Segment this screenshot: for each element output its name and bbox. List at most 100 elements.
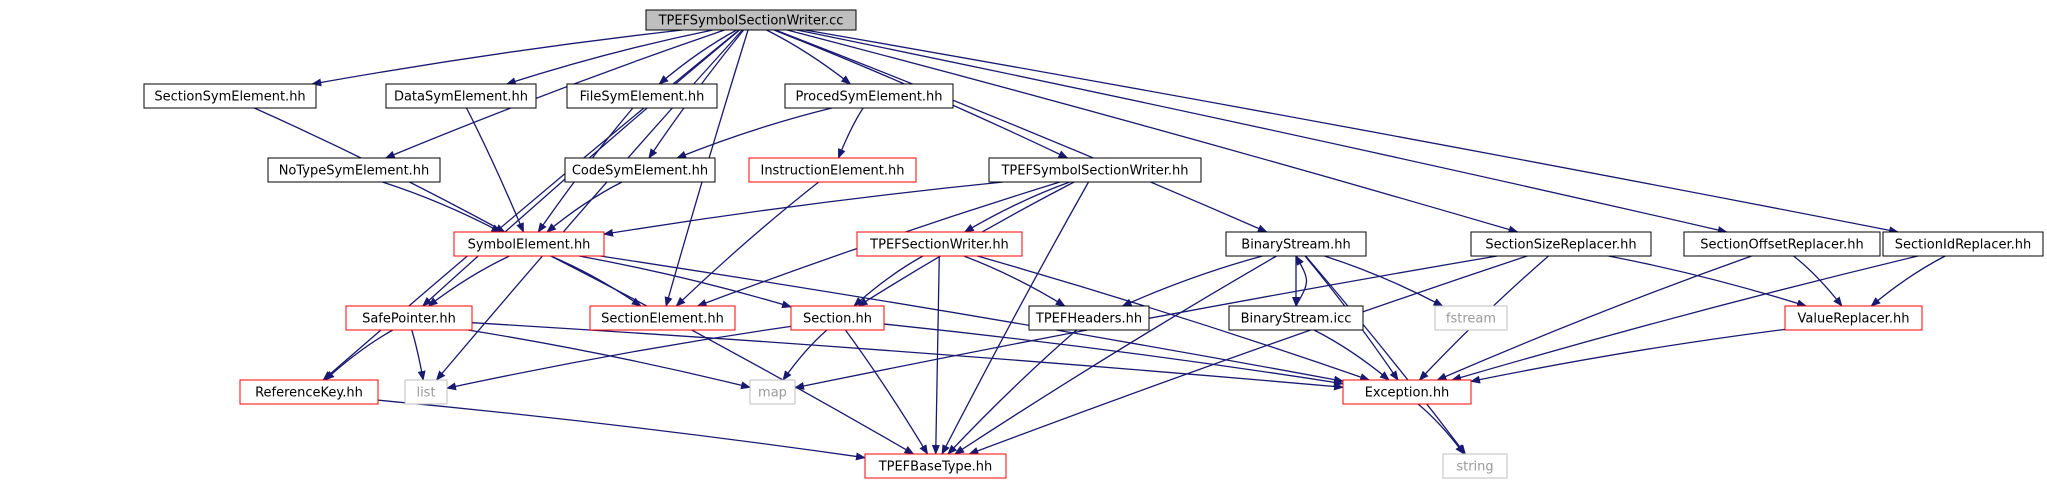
node-secidrepl-label: SectionIdReplacer.hh	[1895, 238, 2032, 253]
node-root-label: TPEFSymbolSectionWriter.cc	[658, 14, 844, 29]
node-procedsym-box	[784, 83, 954, 109]
node-safeptr-label: SafePointer.hh	[362, 312, 456, 327]
node-tpefheaders[interactable]: TPEFHeaders.hh	[1028, 305, 1150, 331]
node-tpefsymwriter-label: TPEFSymbolSectionWriter.hh	[1000, 164, 1188, 179]
edge-procedsym-to-instrelem	[837, 107, 864, 159]
node-exception-box	[1342, 379, 1472, 405]
node-binstreamicc-label: BinaryStream.icc	[1241, 312, 1352, 327]
edge-symelem-to-tpefbasetype	[550, 255, 915, 455]
node-binstream-label: BinaryStream.hh	[1241, 238, 1350, 253]
edge-symelem-to-exception	[600, 255, 1344, 384]
edge-tpefheaders-to-tpefbasetype	[947, 329, 1077, 455]
edge-symelem-to-safeptr	[427, 255, 510, 307]
node-secoffrepl-box	[1683, 231, 1881, 257]
edge-notypesym-to-symelem	[382, 181, 502, 233]
edge-instrelem-to-secelem	[675, 181, 820, 307]
edge-tpefsymwriter-to-tpefbasetype	[941, 181, 1090, 455]
node-sectionsym[interactable]: SectionSymElement.hh	[143, 83, 317, 109]
node-symelem-box	[453, 231, 605, 257]
edge-symelem-to-section	[578, 255, 792, 309]
node-notypesym[interactable]: NoTypeSymElement.hh	[267, 157, 441, 183]
node-refkey-box	[239, 379, 379, 405]
node-list[interactable]: list	[404, 379, 448, 405]
node-tpefheaders-box	[1028, 305, 1150, 331]
edge-tpefsecwriter-to-tpefbasetype	[931, 255, 940, 455]
node-tpefsecwriter-label: TPEFSectionWriter.hh	[869, 238, 1009, 253]
edge-section-to-exception	[883, 323, 1344, 387]
node-string[interactable]: string	[1442, 453, 1508, 479]
node-root[interactable]: TPEFSymbolSectionWriter.cc	[645, 9, 857, 31]
node-filesym[interactable]: FileSymElement.hh	[566, 83, 718, 109]
node-procedsym-label: ProcedSymElement.hh	[795, 90, 942, 105]
node-tpefsecwriter[interactable]: TPEFSectionWriter.hh	[856, 231, 1023, 257]
edge-secoffrepl-to-exception	[1436, 255, 1752, 381]
node-exception-label: Exception.hh	[1365, 386, 1450, 401]
node-list-label: list	[416, 386, 435, 401]
edge-binstream-to-tpefheaders	[1121, 255, 1263, 307]
edge-binstream-to-tpefbasetype	[954, 255, 1277, 455]
node-procedsym[interactable]: ProcedSymElement.hh	[784, 83, 954, 109]
edge-root-to-list	[435, 29, 743, 381]
node-codesym[interactable]: CodeSymElement.hh	[564, 157, 716, 183]
node-valuerepl[interactable]: ValueReplacer.hh	[1784, 305, 1923, 331]
node-tpefbasetype-label: TPEFBaseType.hh	[878, 460, 993, 475]
node-datasym[interactable]: DataSymElement.hh	[385, 83, 537, 109]
node-tpefsymwriter-box	[988, 157, 1202, 183]
node-binstream[interactable]: BinaryStream.hh	[1225, 231, 1367, 257]
node-section-box	[790, 305, 885, 331]
edge-secidrepl-to-exception	[1451, 255, 1919, 382]
edge-exception-to-string	[1417, 403, 1465, 455]
edge-binstream-to-string	[1305, 255, 1466, 455]
node-instrelem[interactable]: InstructionElement.hh	[748, 157, 917, 183]
edge-tpefsymwriter-to-symelem	[603, 181, 1004, 237]
node-symelem-label: SymbolElement.hh	[468, 238, 591, 253]
node-section[interactable]: Section.hh	[790, 305, 885, 331]
edge-safeptr-to-list	[411, 329, 426, 381]
edge-valuerepl-to-exception	[1470, 328, 1786, 384]
node-secelem-box	[589, 305, 736, 331]
node-codesym-box	[564, 157, 716, 183]
node-safeptr[interactable]: SafePointer.hh	[345, 305, 473, 331]
node-secsizerepl-label: SectionSizeReplacer.hh	[1485, 238, 1636, 253]
node-secoffrepl-label: SectionOffsetReplacer.hh	[1700, 238, 1864, 253]
node-map[interactable]: map	[749, 379, 796, 405]
edge-root-to-secoffrepl	[796, 29, 1728, 234]
node-instrelem-label: InstructionElement.hh	[760, 164, 904, 179]
edge-root-to-binstream	[775, 29, 1268, 233]
node-symelem[interactable]: SymbolElement.hh	[453, 231, 605, 257]
edge-section-to-tpefbasetype	[844, 329, 929, 455]
node-secidrepl[interactable]: SectionIdReplacer.hh	[1882, 231, 2044, 257]
node-valuerepl-label: ValueReplacer.hh	[1798, 312, 1910, 327]
node-secsizerepl[interactable]: SectionSizeReplacer.hh	[1470, 231, 1652, 257]
edge-tpefsecwriter-to-tpefheaders	[963, 255, 1066, 307]
node-tpefbasetype-box	[864, 453, 1007, 479]
node-filesym-label: FileSymElement.hh	[580, 90, 705, 105]
node-binstreamicc[interactable]: BinaryStream.icc	[1228, 305, 1364, 331]
node-root-box	[645, 9, 857, 31]
edge-procedsym-to-codesym	[676, 107, 833, 159]
node-safeptr-box	[345, 305, 473, 331]
node-string-box	[1442, 453, 1508, 479]
edge-secoffrepl-to-valuerepl	[1793, 255, 1843, 307]
node-tpefsymwriter[interactable]: TPEFSymbolSectionWriter.hh	[988, 157, 1202, 183]
edge-section-to-list	[446, 325, 792, 391]
node-string-label: string	[1456, 460, 1493, 475]
node-tpefbasetype[interactable]: TPEFBaseType.hh	[864, 453, 1007, 479]
node-secelem[interactable]: SectionElement.hh	[589, 305, 736, 331]
edge-secidrepl-to-valuerepl	[1870, 255, 1946, 307]
edge-datasym-to-symelem	[465, 107, 525, 233]
nodes-layer: TPEFSymbolSectionWriter.ccSectionSymElem…	[143, 9, 2044, 479]
node-binstream-box	[1225, 231, 1367, 257]
edge-root-to-procedsym	[766, 29, 852, 85]
node-exception[interactable]: Exception.hh	[1342, 379, 1472, 405]
node-fstream[interactable]: fstream	[1434, 305, 1508, 331]
node-secidrepl-box	[1882, 231, 2044, 257]
node-refkey[interactable]: ReferenceKey.hh	[239, 379, 379, 405]
edge-tpefsymwriter-to-tpefsecwriter	[963, 181, 1071, 233]
edge-root-to-sectionsym	[311, 29, 683, 87]
edge-binstream-to-fstream	[1324, 255, 1444, 307]
edge-root-to-secsizerepl	[786, 29, 1519, 234]
node-codesym-label: CodeSymElement.hh	[572, 164, 708, 179]
node-secoffrepl[interactable]: SectionOffsetReplacer.hh	[1683, 231, 1881, 257]
